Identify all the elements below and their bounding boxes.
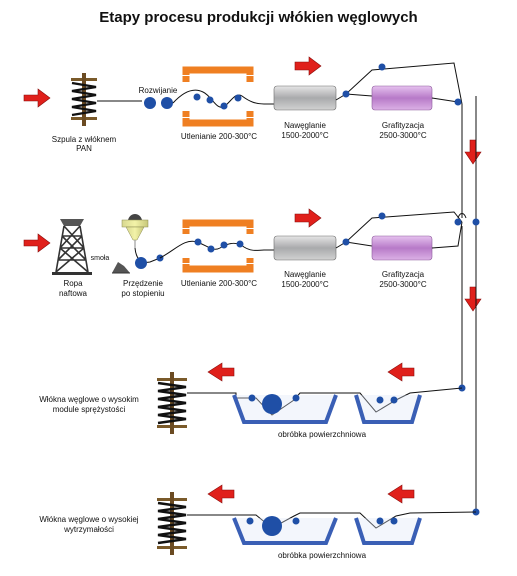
input-arrow-2	[23, 233, 51, 253]
right-connector-lines	[457, 96, 480, 516]
product-spool-1	[157, 372, 187, 434]
graphitization-label-1a: Grafityzacja	[382, 121, 425, 130]
product-label-1b: module sprężystości	[53, 405, 126, 414]
oil-label-2: naftowa	[59, 289, 88, 298]
oxidation-furnace-2	[159, 219, 265, 273]
carbonization-label-1a: Nawęglanie	[284, 121, 326, 130]
product-spool-2	[157, 492, 187, 555]
row-1-pan: Szpula z włóknem PAN Rozwijanie Utlenian…	[23, 56, 482, 165]
graphitization-label-1b: 2500-3000°C	[379, 131, 426, 140]
down-arrow-1	[464, 139, 482, 165]
surface-treatment-label-2: obróbka powierzchniowa	[278, 551, 367, 560]
oxidation-furnace-1	[172, 66, 265, 127]
oxidation-label-1: Utlenianie 200-300°C	[181, 132, 257, 141]
carbonization-label-1b: 1500-2000°C	[281, 131, 328, 140]
pan-spool-label-1: Szpula z włóknem	[52, 135, 117, 144]
down-arrow-2	[464, 286, 482, 312]
unwinding-label: Rozwijanie	[139, 86, 178, 95]
pan-spool-label-2: PAN	[76, 144, 92, 153]
fiber-line-1c	[335, 62, 463, 105]
page-title: Etapy procesu produkcji włókien węglowyc…	[99, 9, 418, 26]
surface-treatment-label-1: obróbka powierzchniowa	[278, 430, 367, 439]
pitch-label: smoła	[91, 255, 110, 262]
product-label-2b: wytrzymałości	[63, 525, 114, 534]
left-arrow-4b	[387, 484, 415, 504]
row-4-high-strength: Włókna węglowe o wysokiej wytrzymałości …	[39, 484, 477, 560]
left-arrow-4a	[207, 484, 235, 504]
row-2-pitch: smoła Ropa naftowa Przędzenie po stopien…	[23, 208, 482, 312]
carbonization-label-2b: 1500-2000°C	[281, 280, 328, 289]
surface-treatment-bath-2	[232, 516, 422, 545]
melt-spinning-label-1: Przędzenie	[123, 279, 164, 288]
graphitization-furnace-2	[371, 235, 433, 261]
unwind-roller	[144, 97, 156, 109]
product-label-1a: Włókna węglowe o wysokim	[39, 395, 139, 404]
graphitization-label-2a: Grafityzacja	[382, 270, 425, 279]
graphitization-furnace-1	[371, 85, 433, 111]
row-3-high-modulus: Włókna węglowe o wysokim module sprężyst…	[39, 362, 463, 439]
oil-label-1: Ropa	[63, 279, 83, 288]
oil-derrick-icon	[52, 219, 92, 275]
melt-spinning-label-2: po stopieniu	[121, 289, 164, 298]
surface-treatment-bath-1	[232, 394, 422, 424]
unwind-roller	[161, 97, 173, 109]
input-arrow-1	[23, 88, 51, 108]
spinneret-icon	[121, 214, 149, 248]
flow-arrow-1	[294, 56, 322, 76]
fiber-line-1d	[345, 93, 373, 97]
graphitization-label-2b: 2500-3000°C	[379, 280, 426, 289]
oxidation-label-2: Utlenianie 200-300°C	[181, 279, 257, 288]
left-arrow-3b	[387, 362, 415, 382]
product-label-2a: Włókna węglowe o wysokiej	[39, 515, 138, 524]
carbonization-label-2a: Nawęglanie	[284, 270, 326, 279]
pitch-pile-icon	[112, 262, 130, 274]
carbonization-furnace-1	[273, 85, 337, 111]
left-arrow-3a	[207, 362, 235, 382]
flow-arrow-2	[294, 208, 322, 228]
carbonization-furnace-2	[273, 235, 337, 261]
pan-spool	[71, 73, 97, 126]
